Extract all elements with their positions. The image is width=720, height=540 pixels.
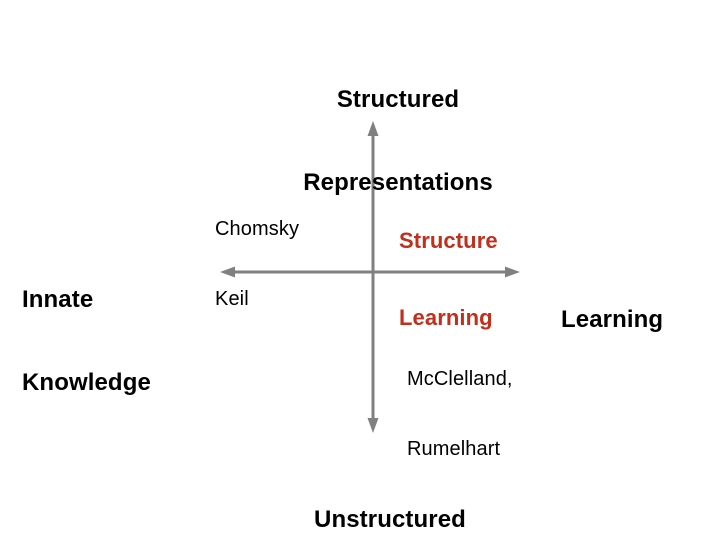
axis-label-structured-representations: Structured Representations <box>248 30 548 253</box>
quadrant-note-lower-right-line2: Rumelhart <box>407 437 501 460</box>
quadrant-note-lower-right: McClelland, Rumelhart <box>407 322 572 508</box>
axis-label-bottom-line1: Unstructured <box>314 505 466 533</box>
quadrant-note-lower-right-line1: McClelland, <box>407 368 513 391</box>
axis-label-top-line1: Structured <box>336 85 460 113</box>
axis-label-left-line2: Knowledge <box>22 369 151 397</box>
axis-label-right-line1: Learning <box>561 305 664 333</box>
axis-label-learning: Learning <box>561 250 716 389</box>
axis-label-innate-knowledge: Innate Knowledge <box>22 230 212 453</box>
quadrant-note-upper-right: Structure Learning <box>399 177 544 381</box>
quadrant-note-upper-left-line1: Chomsky <box>215 218 300 241</box>
axis-label-top-line2: Representations <box>303 169 493 197</box>
axis-label-left-line1: Innate <box>22 285 94 313</box>
quadrant-note-upper-left-line2: Keil <box>215 287 249 310</box>
quadrant-note-upper-left: Chomsky Keil <box>215 172 350 358</box>
vertical-axis-bottom-arrow-icon <box>367 418 379 433</box>
quadrant-note-upper-right-line1: Structure <box>399 228 498 254</box>
quadrant-note-upper-right-line2: Learning <box>399 304 493 330</box>
axis-label-unstructured-representations: Unstructured Representations <box>240 450 540 540</box>
